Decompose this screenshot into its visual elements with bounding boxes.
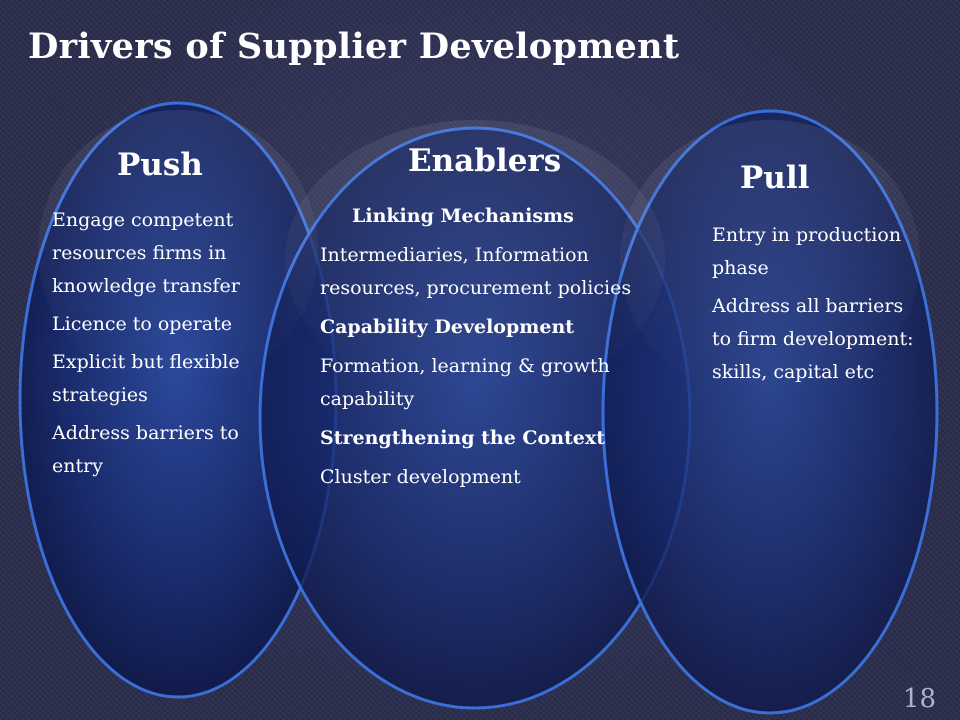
push-item: Licence to operate bbox=[52, 313, 232, 335]
pull-item: Address all barriers to firm development… bbox=[712, 295, 914, 383]
enablers-item: Intermediaries, Information resources, p… bbox=[320, 244, 632, 299]
push-list: Engage competent resources firms in know… bbox=[52, 204, 277, 488]
enablers-list: Linking Mechanisms Intermediaries, Infor… bbox=[320, 200, 665, 499]
push-heading: Push bbox=[117, 147, 203, 183]
enablers-subheading-linking: Linking Mechanisms bbox=[352, 205, 574, 227]
enablers-item: Formation, learning & growth capability bbox=[320, 355, 610, 410]
slide-title: Drivers of Supplier Development bbox=[28, 26, 680, 67]
push-item: Address barriers to entry bbox=[52, 422, 239, 477]
enablers-item: Cluster development bbox=[320, 466, 521, 488]
page-number: 18 bbox=[902, 684, 936, 714]
push-item: Explicit but flexible strategies bbox=[52, 351, 240, 406]
enablers-subheading-context: Strengthening the Context bbox=[320, 427, 605, 449]
push-item: Engage competent resources firms in know… bbox=[52, 209, 240, 297]
pull-item: Entry in production phase bbox=[712, 224, 902, 279]
pull-heading: Pull bbox=[740, 160, 810, 196]
pull-list: Entry in production phase Address all ba… bbox=[712, 219, 917, 394]
enablers-subheading-capability: Capability Development bbox=[320, 316, 575, 338]
enablers-heading: Enablers bbox=[408, 143, 562, 179]
